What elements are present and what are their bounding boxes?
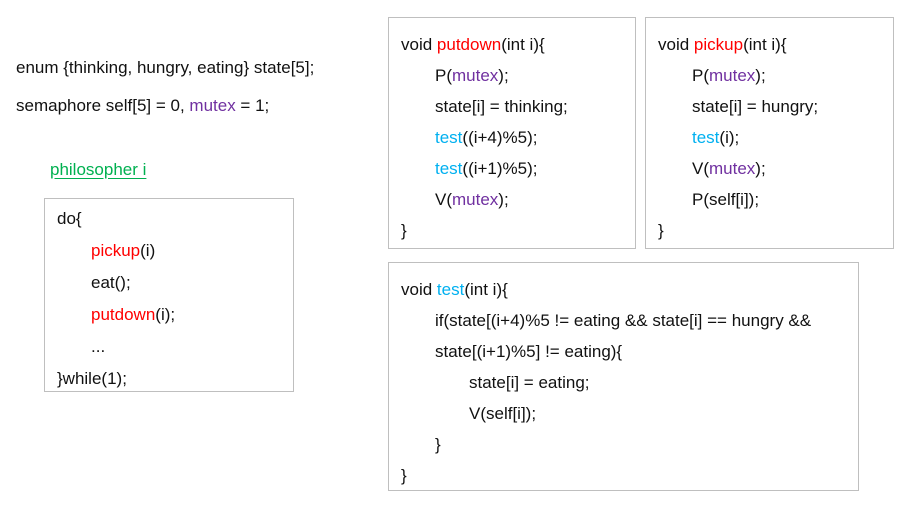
code-segment: state[(i+1)%5] != eating){ bbox=[435, 342, 623, 361]
code-segment: if(state[(i+4)%5 != eating && state[i] =… bbox=[435, 311, 812, 330]
code-line: V(mutex); bbox=[658, 153, 881, 184]
code-line: V(mutex); bbox=[401, 184, 623, 215]
code-segment: ... bbox=[91, 337, 106, 356]
code-segment: void bbox=[401, 35, 437, 54]
code-line: test((i+1)%5); bbox=[401, 153, 623, 184]
code-segment: } bbox=[401, 221, 407, 240]
code-segment: mutex bbox=[709, 159, 756, 178]
code-segment: mutex bbox=[709, 66, 756, 85]
code-segment: test bbox=[435, 159, 463, 178]
code-line: } bbox=[401, 215, 623, 246]
code-segment: test bbox=[436, 280, 465, 299]
code-segment: (int i){ bbox=[464, 280, 508, 299]
code-segment: ); bbox=[498, 190, 509, 209]
code-line: state[i] = eating; bbox=[401, 367, 846, 398]
code-segment: ((i+1)%5); bbox=[462, 159, 538, 178]
code-line: } bbox=[401, 460, 846, 490]
code-segment: pickup bbox=[693, 35, 744, 54]
code-line: semaphore self[5] = 0, mutex = 1; bbox=[16, 90, 269, 121]
code-segment: ((i+4)%5); bbox=[462, 128, 538, 147]
philosopher-loop-code: do{ pickup(i) eat(); putdown(i);... }while(1… bbox=[57, 203, 281, 391]
code-line: test((i+4)%5); bbox=[401, 122, 623, 153]
code-line: state[(i+1)%5] != eating){ bbox=[401, 336, 846, 367]
code-segment: mutex bbox=[189, 96, 236, 115]
code-line: eat(); bbox=[57, 267, 281, 299]
code-segment: state[i] = eating; bbox=[469, 373, 590, 392]
code-segment: test bbox=[435, 128, 463, 147]
code-segment: P( bbox=[435, 66, 452, 85]
code-line: } bbox=[658, 215, 881, 246]
code-segment: void bbox=[401, 280, 437, 299]
code-segment: V( bbox=[435, 190, 452, 209]
code-line: enum {thinking, hungry, eating} state[5]… bbox=[16, 52, 314, 83]
pickup-function-box: void pickup(int i){P(mutex);state[i] = h… bbox=[645, 17, 894, 249]
code-line: } bbox=[401, 429, 846, 460]
code-segment: (i); bbox=[719, 128, 740, 147]
code-segment: V(self[i]); bbox=[469, 404, 537, 423]
code-segment: void bbox=[658, 35, 694, 54]
code-segment: ); bbox=[755, 66, 766, 85]
code-line: test(i); bbox=[658, 122, 881, 153]
enum-declaration-line: enum {thinking, hungry, eating} state[5]… bbox=[16, 52, 314, 83]
code-line: if(state[(i+4)%5 != eating && state[i] =… bbox=[401, 305, 846, 336]
code-line: do{ bbox=[57, 203, 281, 235]
code-line: P(mutex); bbox=[401, 60, 623, 91]
test-function-box: void test(int i){ if(state[(i+4)%5 != eat… bbox=[388, 262, 859, 491]
code-segment: state[i] = thinking; bbox=[435, 97, 568, 116]
code-line: state[i] = thinking; bbox=[401, 91, 623, 122]
putdown-function-box: void putdown(int i){P(mutex);state[i] = … bbox=[388, 17, 636, 249]
code-segment: enum {thinking, hungry, eating} state[5]… bbox=[16, 58, 315, 77]
philosopher-heading: philosopher i bbox=[50, 160, 147, 179]
code-segment: do{ bbox=[57, 209, 82, 228]
code-segment: pickup bbox=[91, 241, 141, 260]
code-line: V(self[i]); bbox=[401, 398, 846, 429]
code-segment: = 1; bbox=[235, 96, 270, 115]
code-segment: (int i){ bbox=[743, 35, 787, 54]
test-function-code: void test(int i){ if(state[(i+4)%5 != eat… bbox=[401, 274, 846, 490]
code-segment: putdown bbox=[91, 305, 156, 324]
code-segment: test bbox=[692, 128, 720, 147]
code-segment: (i) bbox=[140, 241, 156, 260]
pickup-function-code: void pickup(int i){P(mutex);state[i] = h… bbox=[658, 29, 881, 246]
code-segment: mutex bbox=[452, 66, 499, 85]
code-segment: (i); bbox=[155, 305, 176, 324]
code-segment: eat(); bbox=[91, 273, 131, 292]
code-segment: P(self[i]); bbox=[692, 190, 760, 209]
code-segment: ); bbox=[755, 159, 766, 178]
code-line: ... bbox=[57, 331, 281, 363]
code-segment: mutex bbox=[452, 190, 499, 209]
code-segment: (int i){ bbox=[501, 35, 545, 54]
code-segment: P( bbox=[692, 66, 709, 85]
semaphore-declaration-line: semaphore self[5] = 0, mutex = 1; bbox=[16, 90, 269, 121]
code-segment: ); bbox=[498, 66, 509, 85]
code-line: pickup(i) bbox=[57, 235, 281, 267]
code-line: void test(int i){ bbox=[401, 274, 846, 305]
code-segment: semaphore self[5] = 0, bbox=[16, 96, 190, 115]
putdown-function-code: void putdown(int i){P(mutex);state[i] = … bbox=[401, 29, 623, 246]
code-segment: } bbox=[401, 466, 407, 485]
code-line: putdown(i); bbox=[57, 299, 281, 331]
code-line: P(mutex); bbox=[658, 60, 881, 91]
code-line: void putdown(int i){ bbox=[401, 29, 623, 60]
code-segment: } bbox=[658, 221, 664, 240]
code-segment: } bbox=[435, 435, 441, 454]
code-line: state[i] = hungry; bbox=[658, 91, 881, 122]
code-line: }while(1); bbox=[57, 363, 281, 391]
code-segment: putdown bbox=[436, 35, 502, 54]
code-segment: V( bbox=[692, 159, 709, 178]
code-segment: }while(1); bbox=[57, 369, 127, 388]
code-line: P(self[i]); bbox=[658, 184, 881, 215]
code-segment: state[i] = hungry; bbox=[692, 97, 819, 116]
philosopher-loop-box: do{ pickup(i) eat(); putdown(i);... }while(1… bbox=[44, 198, 294, 392]
code-line: void pickup(int i){ bbox=[658, 29, 881, 60]
